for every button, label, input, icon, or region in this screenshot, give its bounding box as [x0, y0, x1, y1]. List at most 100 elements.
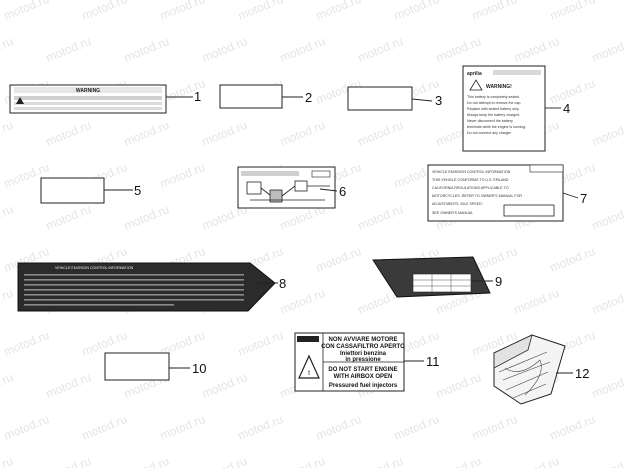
callout-numbers: 1 2 3 4 5 6 7 8 9 10 11 12 — [134, 89, 589, 381]
watermark-text: motod.ru — [0, 286, 15, 317]
callout-1[interactable]: 1 — [194, 89, 201, 104]
decal-1-warning-label[interactable]: WARNING — [9, 84, 167, 114]
watermark-text: motod.ru — [236, 328, 285, 359]
callout-5[interactable]: 5 — [134, 183, 141, 198]
decal-8-header: VEHICLE EMISSION CONTROL INFORMATION — [55, 266, 134, 270]
watermark-text: motod.ru — [434, 370, 483, 401]
watermark-text: motod.ru — [2, 328, 51, 359]
watermark-text: motod.ru — [278, 454, 327, 468]
decal-4-body-line: Never disconnect the battery — [467, 119, 513, 123]
watermark-text: motod.ru — [80, 0, 129, 23]
decal-3-blank-label[interactable] — [347, 86, 413, 111]
decal-7-emission-label[interactable]: VEHICLE EMISSION CONTROL INFORMATION THI… — [427, 164, 564, 222]
callout-12[interactable]: 12 — [575, 366, 589, 381]
watermark-text: motod.ru — [200, 34, 249, 65]
callout-2[interactable]: 2 — [305, 90, 312, 105]
watermark-text: motod.ru — [278, 34, 327, 65]
watermark-text: motod.ru — [0, 118, 15, 149]
decal-2-blank-label[interactable] — [219, 84, 283, 109]
watermark-text: motod.ru — [548, 0, 597, 23]
decal-4-body-line: This battery is completely sealed. — [467, 95, 520, 99]
watermark-text: motod.ru — [548, 412, 597, 443]
watermark-text: motod.ru — [44, 454, 93, 468]
watermark-text: motod.ru — [512, 454, 561, 468]
watermark-text: motod.ru — [122, 202, 171, 233]
watermark-text: motod.ru — [590, 454, 625, 468]
watermark-text: motod.ru — [314, 0, 363, 23]
watermark-text: motod.ru — [0, 454, 15, 468]
decal-8-emission-plate[interactable]: VEHICLE EMISSION CONTROL INFORMATION — [17, 262, 276, 312]
it-line-4: in pressione — [345, 357, 381, 363]
watermark-text: motod.ru — [200, 454, 249, 468]
watermark-text: motod.ru — [200, 370, 249, 401]
it-line-1: NON AVVIARE MOTORE — [329, 337, 398, 343]
decal-8-text-bar — [24, 289, 244, 291]
decal-12-folded-kit[interactable] — [493, 334, 566, 405]
watermark-text: motod.ru — [122, 454, 171, 468]
watermark-text: motod.ru — [434, 34, 483, 65]
decal-11-airbox-warning[interactable]: ! NON AVVIARE MOTORE CON CASSAFILTRO APE… — [294, 332, 405, 392]
decal-10-blank-label[interactable] — [104, 352, 170, 381]
watermark-text: motod.ru — [44, 202, 93, 233]
watermark-text: motod.ru — [44, 370, 93, 401]
watermark-text: motod.ru — [590, 202, 625, 233]
decal-7-line: VEHICLE EMISSION CONTROL INFORMATION — [432, 170, 511, 174]
en-line-3: Pressured fuel injectors — [329, 383, 398, 389]
decal-4-body-line: Do not attempt to remove the cap. — [467, 101, 521, 105]
decal-4-battery-warning[interactable]: aprilia WARNING! This battery is complet… — [462, 65, 546, 152]
callout-3[interactable]: 3 — [435, 93, 442, 108]
callout-9[interactable]: 9 — [495, 274, 502, 289]
callout-4[interactable]: 4 — [563, 101, 570, 116]
decal-7-line: THIS VEHICLE CONFORMS TO U.S. EPA AND — [432, 178, 509, 182]
decal-5-blank-label[interactable] — [40, 177, 105, 204]
watermark-text: motod.ru — [158, 412, 207, 443]
watermark-text: motod.ru — [356, 454, 405, 468]
watermark-text: motod.ru — [356, 34, 405, 65]
watermark-text: motod.ru — [0, 34, 15, 65]
watermark-text: motod.ru — [200, 118, 249, 149]
decal-8-text-lines — [24, 274, 244, 306]
watermark-text: motod.ru — [158, 160, 207, 191]
callout-8[interactable]: 8 — [279, 276, 286, 291]
decal-4-title: WARNING! — [486, 84, 512, 90]
watermark-text: motod.ru — [236, 0, 285, 23]
warning-triangle-icon — [16, 97, 24, 104]
watermark-text: motod.ru — [158, 0, 207, 23]
watermark-text: motod.ru — [314, 244, 363, 275]
it-line-3: Iniettori benzina — [340, 351, 387, 357]
decal-8-text-bar — [24, 274, 244, 276]
watermark-text: motod.ru — [0, 202, 15, 233]
decal-6-hose-routing-label[interactable] — [237, 166, 336, 209]
watermark-text: motod.ru — [590, 34, 625, 65]
callout-6[interactable]: 6 — [339, 184, 346, 199]
watermark-text: motod.ru — [236, 412, 285, 443]
it-line-2: CON CASSAFILTRO APERTO — [321, 344, 405, 350]
decal-8-text-bar — [24, 279, 244, 281]
decal-7-line: ADJUSTMENTS. IDLE SPEED: — [432, 202, 483, 206]
watermark-text: motod.ru — [122, 118, 171, 149]
decal-1-title: WARNING — [76, 88, 100, 94]
watermark-text: motod.ru — [44, 34, 93, 65]
decal-7-line: SEE OWNER'S MANUAL — [432, 211, 473, 215]
en-line-2: WITH AIRBOX OPEN — [334, 374, 393, 380]
watermark-text: motod.ru — [512, 34, 561, 65]
watermark-text: motod.ru — [0, 370, 15, 401]
decal-4-brand: aprilia — [467, 71, 482, 77]
decal-8-text-bar — [24, 294, 244, 296]
watermark-text: motod.ru — [356, 118, 405, 149]
watermark-text: motod.ru — [356, 202, 405, 233]
callout-10[interactable]: 10 — [192, 361, 206, 376]
decal-8-text-bar — [24, 284, 244, 286]
decal-7-line: CALIFORNIA REGULATIONS APPLICABLE TO — [432, 186, 509, 190]
watermark-text: motod.ru — [548, 244, 597, 275]
watermark-text: motod.ru — [2, 412, 51, 443]
watermark-text: motod.ru — [434, 454, 483, 468]
callout-7[interactable]: 7 — [580, 191, 587, 206]
leader-lines — [104, 96, 579, 374]
callout-11[interactable]: 11 — [426, 354, 440, 369]
decal-7-line: MOTORCYCLES. REFER TO OWNER'S MANUAL FOR — [432, 194, 522, 198]
decal-9-tyre-load-plate[interactable] — [372, 256, 491, 298]
watermark-text: motod.ru — [470, 412, 519, 443]
decal-8-text-bar — [24, 304, 174, 306]
watermark-text: motod.ru — [392, 412, 441, 443]
